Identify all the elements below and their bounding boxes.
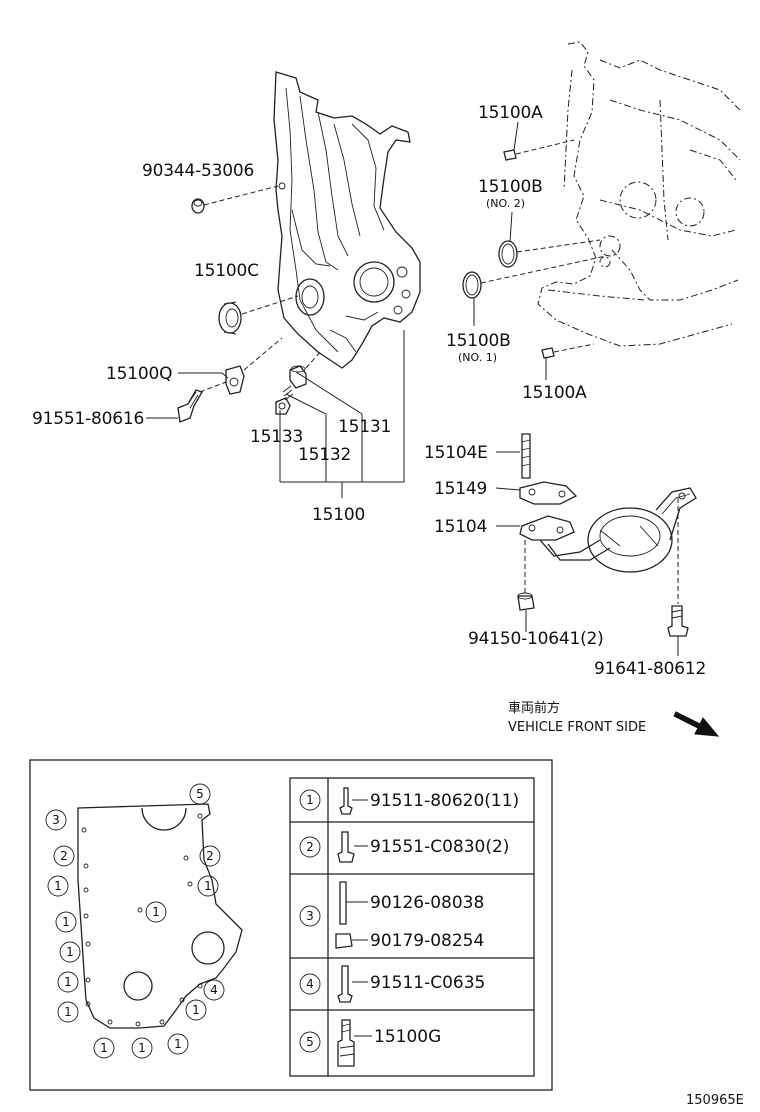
dowel-15100A-bottom (541, 343, 595, 359)
bolt-91641 (667, 498, 689, 637)
label-15104: 15104 (434, 517, 487, 537)
timing-chain-cover (273, 71, 421, 369)
figure-id: 150965E (686, 1093, 744, 1108)
label-15133: 15133 (250, 427, 303, 447)
oil-jet-15100Q (225, 337, 283, 395)
bolt-legend-table: 1 91511-80620(11) 2 91551-C0830(2) 3 901… (289, 777, 535, 1077)
label-15104E: 15104E (424, 443, 488, 463)
svg-text:1: 1 (192, 1003, 200, 1017)
label-15100Q: 15100Q (106, 364, 172, 384)
label-15149: 15149 (434, 479, 487, 499)
label-15100A-top: 15100A (478, 103, 543, 123)
part-labels: 90344-53006 15100C 15100Q 91551-80616 15… (32, 103, 706, 679)
svg-text:1: 1 (138, 1041, 146, 1055)
label-15100A-bottom: 15100A (522, 383, 587, 403)
svg-text:1: 1 (64, 975, 72, 989)
callout-center: 1 (145, 901, 167, 923)
svg-text:4: 4 (210, 983, 218, 997)
svg-text:5: 5 (196, 787, 204, 801)
label-15100B-no2: 15100B (478, 177, 543, 197)
dowel-15100A-top (503, 139, 575, 161)
svg-text:1: 1 (306, 793, 314, 807)
relief-valve-parts (275, 349, 323, 415)
svg-text:2: 2 (60, 849, 68, 863)
label-15100B-no1: 15100B (446, 331, 511, 351)
label-15132: 15132 (298, 445, 351, 465)
legend-part-90126-08038: 90126-08038 (370, 893, 484, 913)
label-15100: 15100 (312, 505, 365, 525)
bolt-location-box: 5 3 2 1 1 1 1 1 2 1 4 1 1 1 1 1 (29, 759, 553, 1091)
o-ring-15100B-no2 (498, 239, 601, 268)
label-no1: (NO. 1) (458, 351, 497, 364)
label-no2: (NO. 2) (486, 197, 525, 210)
legend-part-15100G: 15100G (374, 1027, 441, 1047)
legend-part-91551-C0830: 91551-C0830(2) (370, 837, 509, 857)
svg-text:2: 2 (306, 840, 314, 854)
callouts-right: 2 1 4 1 (185, 845, 225, 1021)
label-15131: 15131 (338, 417, 391, 437)
direction-arrow-icon (673, 711, 720, 737)
leader-lines (146, 121, 679, 656)
legend-part-90179-08254: 90179-08254 (370, 931, 484, 951)
callouts-bottom: 1 1 1 (93, 1033, 189, 1059)
label-94150-10641: 94150-10641(2) (468, 629, 604, 649)
svg-text:3: 3 (306, 909, 314, 923)
callout-top: 5 (189, 783, 211, 805)
label-91551-80616: 91551-80616 (32, 409, 144, 429)
oil-seal-15100C (218, 295, 299, 335)
legend-part-91511-80620: 91511-80620(11) (370, 791, 519, 811)
direction-en: VEHICLE FRONT SIDE (508, 720, 646, 735)
svg-text:1: 1 (66, 945, 74, 959)
svg-text:2: 2 (206, 849, 214, 863)
svg-text:1: 1 (64, 1005, 72, 1019)
vehicle-direction: 車両前方 VEHICLE FRONT SIDE (508, 700, 720, 737)
bolt-91551 (177, 381, 227, 423)
oil-strainer-assembly (519, 433, 697, 573)
direction-jp: 車両前方 (508, 700, 560, 716)
callouts-left: 3 2 1 1 1 1 1 (45, 809, 81, 1023)
svg-text:4: 4 (306, 977, 314, 991)
svg-text:1: 1 (54, 879, 62, 893)
svg-text:1: 1 (100, 1041, 108, 1055)
legend-part-91511-C0635: 91511-C0635 (370, 973, 485, 993)
label-15100C: 15100C (194, 261, 259, 281)
svg-text:1: 1 (204, 879, 212, 893)
engine-block-outline (537, 41, 741, 347)
nut-94150 (517, 540, 535, 611)
svg-text:1: 1 (174, 1037, 182, 1051)
plug-90344 (191, 185, 279, 214)
svg-text:5: 5 (306, 1035, 314, 1049)
label-90344-53006: 90344-53006 (142, 161, 254, 181)
svg-text:1: 1 (152, 905, 160, 919)
svg-text:3: 3 (52, 813, 60, 827)
label-91641-80612: 91641-80612 (594, 659, 706, 679)
svg-text:1: 1 (62, 915, 70, 929)
o-ring-15100B-no1 (462, 255, 607, 299)
